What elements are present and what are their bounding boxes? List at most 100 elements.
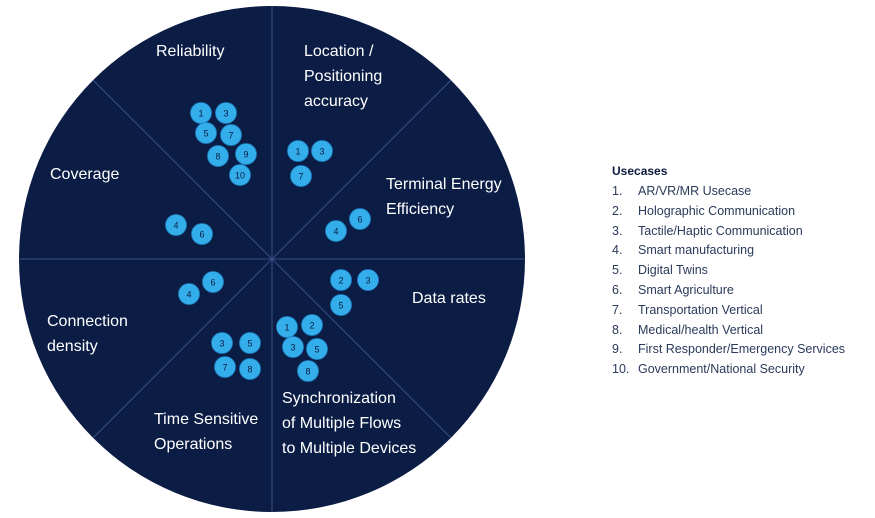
usecase-bubble-circle	[220, 124, 242, 146]
usecase-bubble-number: 6	[210, 278, 215, 288]
legend-item: 1.AR/VR/MR Usecase	[612, 182, 845, 202]
usecase-bubble-circle	[287, 140, 309, 162]
usecase-bubble: 10	[229, 164, 251, 186]
usecase-bubble: 6	[349, 208, 371, 230]
usecase-bubble: 5	[239, 332, 261, 354]
legend-item-label: Government/National Security	[638, 362, 805, 377]
usecase-bubble-circle	[211, 332, 233, 354]
usecase-bubble: 6	[191, 223, 213, 245]
segment-divider-line	[92, 79, 452, 439]
usecase-bubble-circle	[282, 336, 304, 358]
usecase-bubble: 3	[215, 102, 237, 124]
legend-item-label: Smart manufacturing	[638, 243, 755, 258]
usecase-bubble-number: 3	[223, 109, 228, 119]
usecase-bubble-number: 5	[338, 301, 343, 311]
usecase-bubble: 7	[220, 124, 242, 146]
usecase-bubble-number: 4	[173, 221, 178, 231]
usecase-bubble-number: 6	[357, 215, 362, 225]
usecase-bubble-circle	[191, 223, 213, 245]
usecase-bubble-circle	[297, 360, 319, 382]
usecase-bubble-circle	[235, 143, 257, 165]
segment-label-line: Connection	[47, 313, 128, 330]
segment-label-line: Coverage	[50, 166, 120, 183]
usecase-bubble-number: 5	[247, 339, 252, 349]
legend-item-number: 4.	[612, 243, 623, 258]
segment-label-line: density	[47, 338, 98, 355]
usecase-bubble-number: 3	[319, 147, 324, 157]
usecase-bubble-number: 8	[215, 152, 220, 162]
legend-item-label: Medical/health Vertical	[638, 322, 764, 337]
usecase-bubble-circle	[290, 165, 312, 187]
legend-item-label: Smart Agriculture	[638, 282, 734, 297]
usecase-bubble-number: 5	[203, 129, 208, 139]
segment-label-line: Data rates	[412, 290, 486, 307]
usecase-bubble: 5	[195, 122, 217, 144]
usecase-bubble-number: 3	[365, 276, 370, 286]
usecase-bubble: 2	[330, 269, 352, 291]
usecase-bubble-number: 9	[243, 150, 248, 160]
usecase-bubble-number: 7	[298, 172, 303, 182]
usecase-bubble: 4	[325, 220, 347, 242]
legend-item-number: 5.	[612, 263, 623, 278]
usecase-bubble: 3	[311, 140, 333, 162]
usecase-bubble-number: 1	[284, 323, 289, 333]
usecase-bubble-circle	[325, 220, 347, 242]
usecase-bubble-number: 7	[222, 363, 227, 373]
usecase-bubble: 9	[235, 143, 257, 165]
usecase-bubble-number: 7	[228, 131, 233, 141]
usecase-bubble-circle	[349, 208, 371, 230]
usecase-bubble-number: 8	[305, 367, 310, 377]
usecase-bubble-circle	[214, 356, 236, 378]
usecase-bubble-number: 3	[290, 343, 295, 353]
usecase-bubble-number: 5	[314, 345, 319, 355]
usecase-bubble-number: 4	[186, 290, 191, 300]
segment-label-line: Reliability	[156, 43, 225, 60]
usecase-bubble-circle	[202, 271, 224, 293]
usecase-bubble-number: 1	[198, 109, 203, 119]
legend-item: 9.First Responder/Emergency Services	[612, 340, 845, 360]
usecase-bubble: 5	[330, 294, 352, 316]
usecase-bubble-number: 2	[309, 321, 314, 331]
usecase-bubble-circle	[165, 214, 187, 236]
usecase-bubble: 3	[357, 269, 379, 291]
legend-item-label: Transportation Vertical	[638, 302, 763, 317]
usecase-bubble-number: 4	[333, 227, 338, 237]
usecase-bubble-number: 2	[338, 276, 343, 286]
usecase-bubble: 1	[276, 316, 298, 338]
segment-label-line: Efficiency	[386, 201, 455, 218]
usecase-bubble-circle	[229, 164, 251, 186]
legend-item-label: Digital Twins	[638, 263, 708, 278]
legend-item-number: 10.	[612, 362, 630, 377]
legend-item-number: 3.	[612, 223, 623, 238]
segment-dividers	[19, 6, 525, 512]
legend-item: 10. Government/National Security	[612, 360, 845, 380]
legend-item-label: Holographic Communication	[638, 203, 796, 218]
usecase-bubble: 4	[178, 283, 200, 305]
usecase-bubble: 2	[301, 314, 323, 336]
usecase-bubble-circle	[330, 294, 352, 316]
legend-item-number: 8.	[612, 322, 623, 337]
usecase-bubble-number: 8	[247, 365, 252, 375]
legend-item: 5. Digital Twins	[612, 261, 845, 281]
segment-label-line: Location /	[304, 43, 374, 60]
legend-item: 8. Medical/health Vertical	[612, 321, 845, 341]
legend-item-number: 9.	[612, 342, 623, 357]
usecase-bubble-number: 6	[199, 230, 204, 240]
usecase-bubble: 3	[211, 332, 233, 354]
legend-item: 3.Tactile/Haptic Communication	[612, 222, 845, 242]
segment-label-coverage: Coverage	[50, 162, 119, 187]
usecase-bubble-number: 1	[295, 147, 300, 157]
usecase-bubble-circle	[357, 269, 379, 291]
usecase-bubble: 8	[297, 360, 319, 382]
usecase-bubble: 3	[282, 336, 304, 358]
usecase-bubble-circle	[215, 102, 237, 124]
usecase-bubble: 1	[190, 102, 212, 124]
segment-label-line: of Multiple Flows	[282, 415, 402, 432]
legend-item-number: 6.	[612, 282, 623, 297]
usecase-bubble-circle	[301, 314, 323, 336]
legend-title: Usecases	[612, 164, 668, 178]
usecase-bubble: 1	[287, 140, 309, 162]
